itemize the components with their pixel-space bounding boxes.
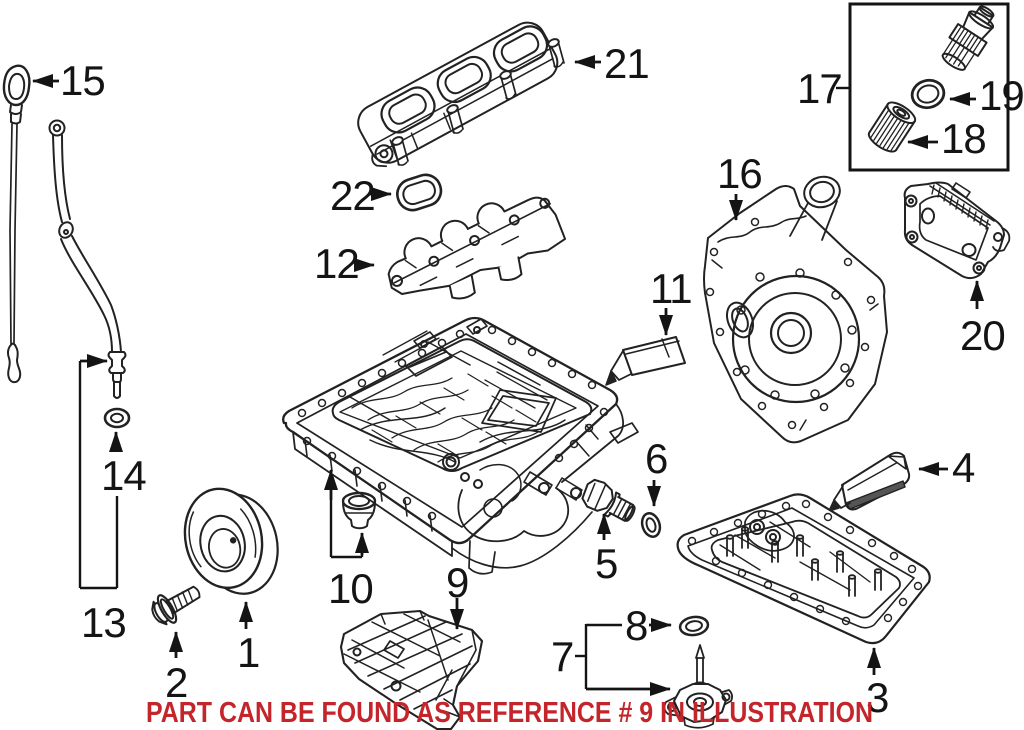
svg-text:20: 20	[960, 312, 1005, 359]
svg-text:19: 19	[979, 72, 1024, 119]
svg-text:18: 18	[941, 115, 986, 162]
svg-text:7: 7	[551, 633, 573, 680]
svg-text:9: 9	[446, 559, 468, 606]
svg-text:10: 10	[328, 565, 373, 612]
svg-text:PART CAN BE FOUND AS REFERENCE: PART CAN BE FOUND AS REFERENCE # 9 IN IL…	[146, 697, 873, 729]
svg-text:4: 4	[952, 444, 975, 491]
svg-text:15: 15	[60, 57, 105, 104]
svg-text:3: 3	[866, 674, 888, 721]
svg-text:16: 16	[717, 150, 762, 197]
svg-text:17: 17	[797, 65, 842, 112]
svg-text:2: 2	[165, 659, 187, 706]
svg-text:13: 13	[81, 599, 126, 646]
svg-text:8: 8	[625, 602, 647, 649]
svg-text:1: 1	[237, 629, 259, 676]
svg-text:21: 21	[604, 40, 649, 87]
svg-text:22: 22	[330, 172, 375, 219]
svg-text:14: 14	[101, 452, 146, 499]
svg-text:11: 11	[650, 265, 692, 312]
svg-text:5: 5	[595, 540, 617, 587]
svg-text:12: 12	[314, 240, 359, 287]
svg-text:6: 6	[645, 435, 667, 482]
